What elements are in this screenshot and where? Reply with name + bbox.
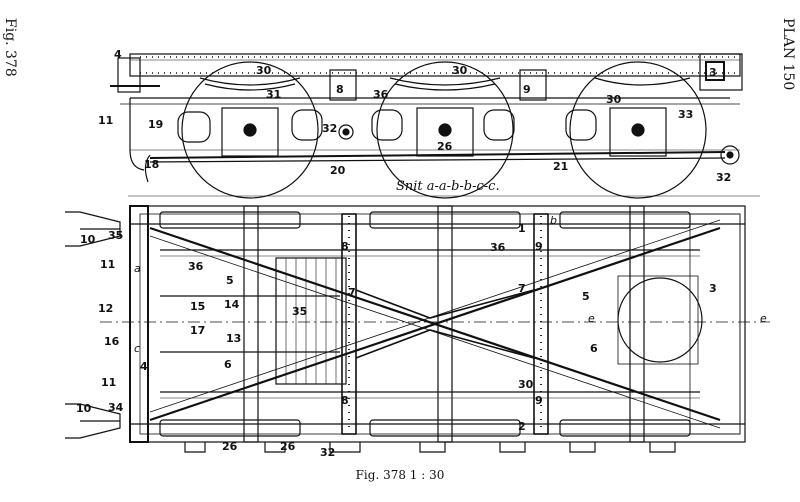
callout-8: 8 xyxy=(336,83,344,96)
callout-28: 32 xyxy=(322,122,337,135)
callout-18: 18 xyxy=(144,158,159,171)
axle-2 xyxy=(437,205,453,443)
callout-6: 6 xyxy=(590,342,598,355)
callout-14: 14 xyxy=(224,298,240,311)
diagonal-brace-2 xyxy=(149,226,721,422)
cross-member-8 xyxy=(341,213,357,435)
callout-35: 35 xyxy=(292,305,307,318)
callout-1: 1 xyxy=(518,222,526,235)
callout-8: 8 xyxy=(341,394,349,407)
axle-hub-1 xyxy=(243,123,257,137)
wheel-1 xyxy=(181,61,319,199)
axle-box-3 xyxy=(609,107,667,157)
callout-16: 16 xyxy=(104,335,120,348)
part-35-hatched-block xyxy=(275,257,347,385)
callout-25: 26 xyxy=(280,440,296,453)
callout-33: 35 xyxy=(108,229,123,242)
callout-5: 5 xyxy=(582,290,590,303)
callout-15: 15 xyxy=(190,300,205,313)
callout-a: a xyxy=(134,262,141,275)
callout-e: e xyxy=(760,312,767,325)
callout-21: 21 xyxy=(553,160,568,173)
leaf-spring-1 xyxy=(199,77,301,86)
wheel-3 xyxy=(569,61,707,199)
section-note: Snit a-a-b-b-c-c. xyxy=(396,179,500,194)
callout-26: 30 xyxy=(256,64,272,77)
callout-34: 36 xyxy=(490,241,506,254)
figure-number-margin: Fig. 378 xyxy=(2,18,18,77)
wheel-2 xyxy=(376,61,514,199)
callout-c: c xyxy=(134,342,140,355)
leaf-spring-3 xyxy=(594,77,691,86)
leaf-spring-2 xyxy=(389,77,501,86)
callout-7: 7 xyxy=(348,286,356,299)
callout-28: 32 xyxy=(320,446,335,459)
axle-hub-3 xyxy=(631,123,645,137)
callout-e: e xyxy=(588,312,595,325)
callout-30: 33 xyxy=(678,108,693,121)
axle-1 xyxy=(243,205,259,443)
callout-9: 9 xyxy=(523,83,531,96)
callout-32: 34 xyxy=(108,401,124,414)
plan-number-margin: PLAN 150 xyxy=(780,18,796,91)
callout-4: 4 xyxy=(140,360,148,373)
callout-31: 30 xyxy=(518,378,534,391)
callout-26: 30 xyxy=(452,64,468,77)
callout-20: 20 xyxy=(330,164,346,177)
callout-10: 10 xyxy=(80,233,96,246)
top-frame-rail xyxy=(129,53,741,77)
buffer-beam xyxy=(129,205,149,443)
callout-26: 30 xyxy=(606,93,622,106)
plan-view xyxy=(65,205,770,453)
side-elevation xyxy=(110,53,743,199)
callout-36: 36 xyxy=(373,88,389,101)
callout-4: 4 xyxy=(114,48,122,61)
coupling-hook xyxy=(129,98,145,171)
callout-9: 9 xyxy=(535,394,543,407)
callout-7: 7 xyxy=(518,282,526,295)
callout-25: 26 xyxy=(437,140,453,153)
callout-6: 6 xyxy=(224,358,232,371)
callout-36: 36 xyxy=(188,260,204,273)
callout-b: b xyxy=(550,214,557,227)
callout-25: 26 xyxy=(222,440,238,453)
callout-3: 3 xyxy=(709,66,717,79)
callout-19: 19 xyxy=(148,118,163,131)
figure-caption: Fig. 378 1 : 30 xyxy=(355,468,445,482)
axle-hub-2 xyxy=(438,123,452,137)
front-buffer-beam xyxy=(117,57,141,93)
callout-17: 17 xyxy=(190,324,205,337)
axle-3 xyxy=(629,205,645,443)
callout-11: 11 xyxy=(100,258,115,271)
callout-12: 12 xyxy=(98,302,113,315)
callout-29: 32 xyxy=(716,171,731,184)
callout-27: 31 xyxy=(266,88,281,101)
callout-11: 11 xyxy=(98,114,113,127)
brake-lever-pivot xyxy=(720,145,740,165)
callout-5: 5 xyxy=(226,274,234,287)
callout-8: 8 xyxy=(341,240,349,253)
callout-2: 2 xyxy=(518,420,526,433)
callout-3: 3 xyxy=(709,282,717,295)
callout-9: 9 xyxy=(535,240,543,253)
callout-10: 10 xyxy=(76,402,92,415)
callout-13: 13 xyxy=(226,332,241,345)
callout-11: 11 xyxy=(101,376,116,389)
cross-member-9 xyxy=(533,213,549,435)
callout-labels: 4 30 30 31 8 36 9 30 33 3 11 19 18 32 26… xyxy=(76,48,767,459)
axle-box-2 xyxy=(416,107,474,157)
